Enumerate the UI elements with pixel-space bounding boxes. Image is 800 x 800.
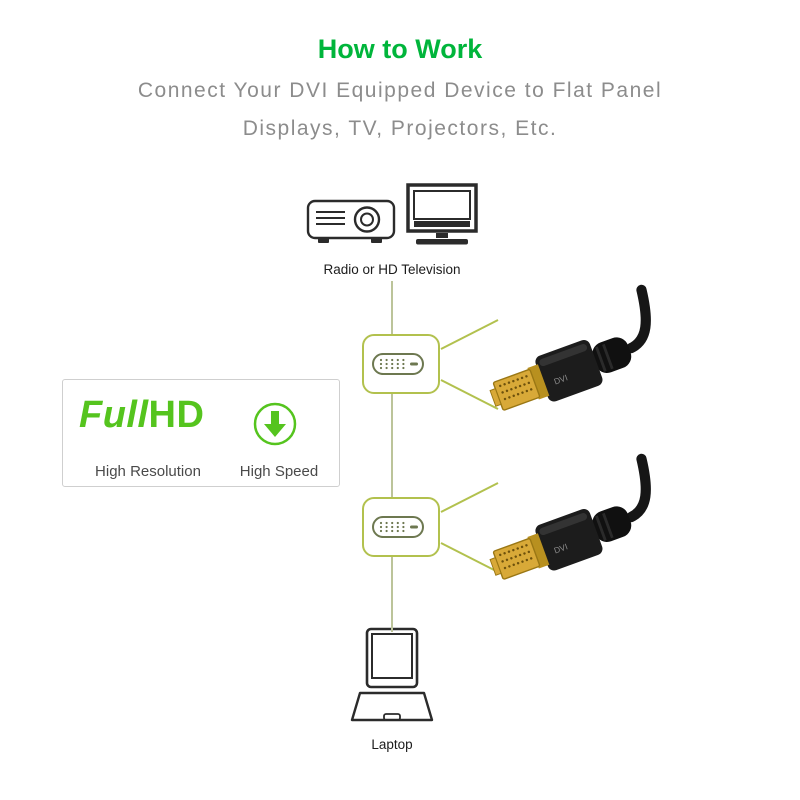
dvi-port-badge-top <box>362 334 440 394</box>
fullhd-logo: FullHD <box>79 394 204 437</box>
high-resolution-label: High Resolution <box>95 463 201 480</box>
top-device-label: Radio or HD Television <box>323 262 461 277</box>
page-title: How to Work <box>317 34 483 64</box>
fullhd-logo-full: Full <box>79 394 149 436</box>
down-arrow-icon <box>253 402 297 446</box>
laptop-icon <box>350 627 434 722</box>
dvi-port-badge-bottom <box>362 497 440 557</box>
feature-box: FullHD High Resolution High Speed <box>62 379 340 487</box>
subtitle-line-2: Displays, TV, Projectors, Etc. <box>242 117 558 140</box>
projector-icon <box>306 199 396 243</box>
high-speed-label: High Speed <box>239 463 319 480</box>
bottom-device-label: Laptop <box>371 737 413 752</box>
dvi-port-icon <box>372 353 424 375</box>
dvi-connector-icon <box>487 283 673 428</box>
tv-icon <box>406 183 478 245</box>
dvi-port-icon <box>372 516 424 538</box>
fullhd-logo-hd: HD <box>148 394 205 436</box>
dvi-connector-icon <box>487 452 673 597</box>
subtitle-line-1: Connect Your DVI Equipped Device to Flat… <box>137 79 663 102</box>
connection-line <box>391 281 393 632</box>
